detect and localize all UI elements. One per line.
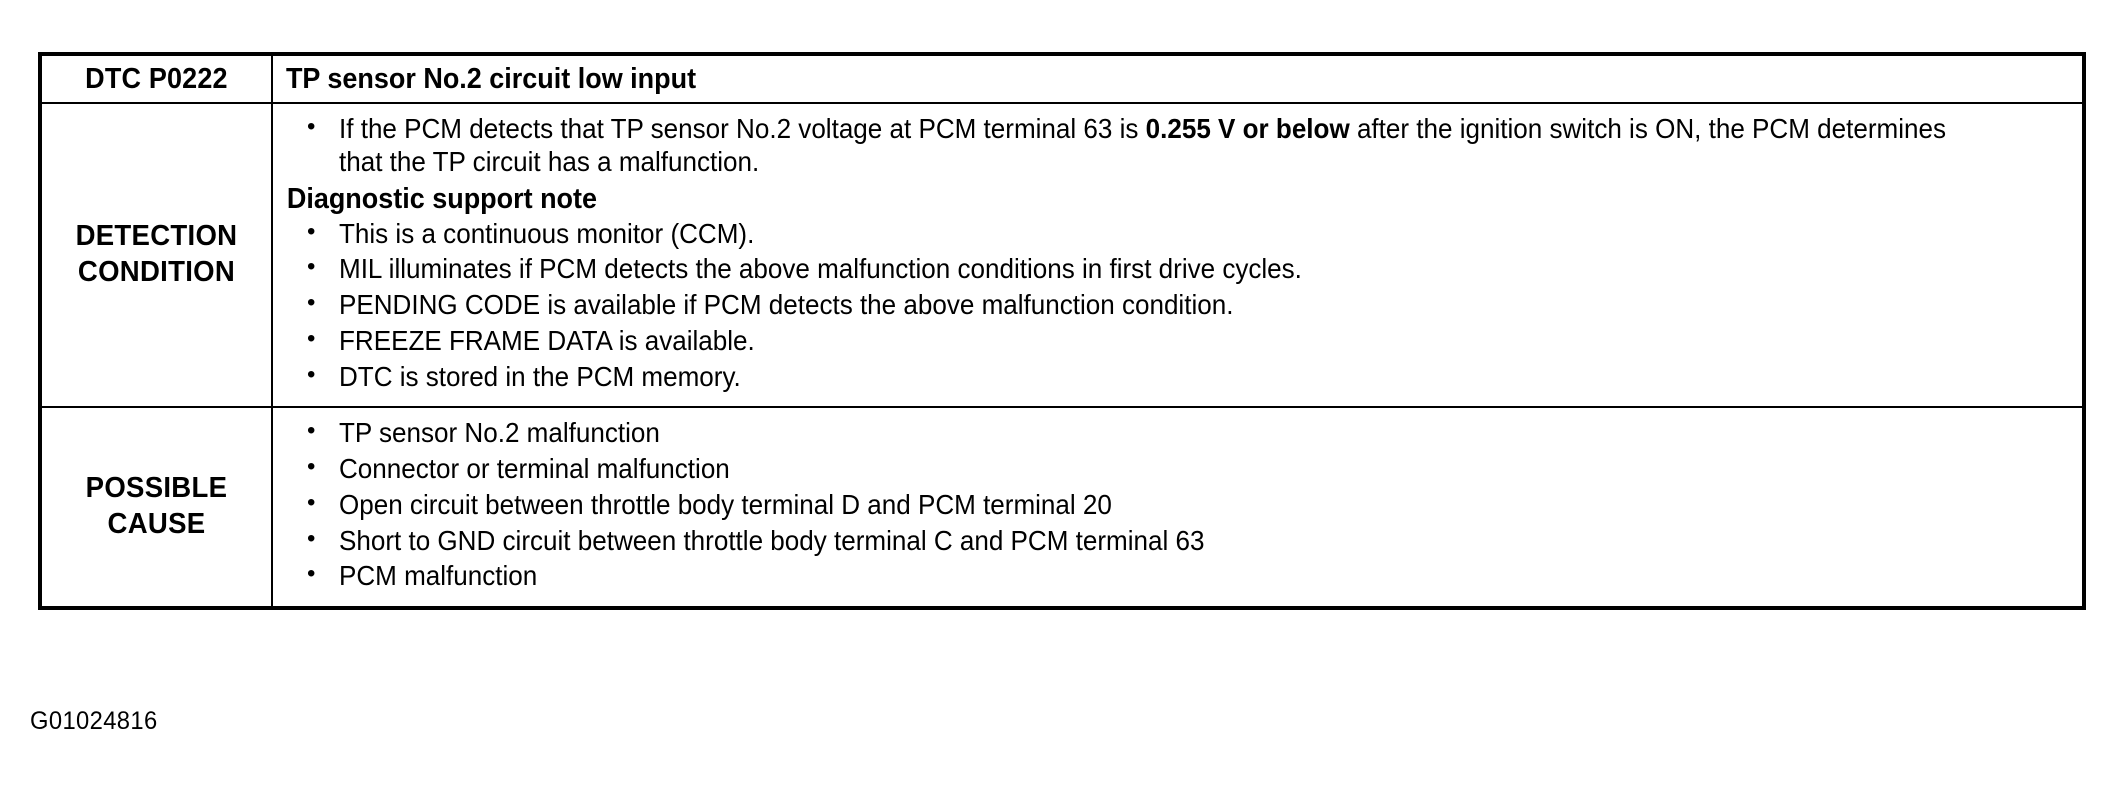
dtc-diagnostic-table: DTC P0222 TP sensor No.2 circuit low inp… (38, 52, 2086, 610)
detection-condition-content: If the PCM detects that TP sensor No.2 v… (271, 101, 2085, 409)
possible-cause-item-2: Open circuit between throttle body termi… (339, 488, 1112, 520)
list-item: Open circuit between throttle body termi… (285, 488, 2070, 522)
support-note-item-2: PENDING CODE is available if PCM detects… (339, 289, 1234, 320)
possible-cause-item-4: PCM malfunction (339, 560, 538, 592)
possible-cause-content: TP sensor No.2 malfunction Connector or … (271, 406, 2085, 609)
list-item: PCM malfunction (285, 559, 2070, 593)
possible-cause-item-1: Connector or terminal malfunction (339, 453, 730, 484)
detection-condition-label-line1: DETECTION (75, 220, 238, 253)
list-item: MIL illuminates if PCM detects the above… (285, 252, 2070, 286)
possible-cause-item-0: TP sensor No.2 malfunction (339, 417, 660, 449)
detection-lead-bullet-part2: after the ignition switch is ON, the PCM… (339, 113, 1946, 177)
possible-cause-list: TP sensor No.2 malfunction Connector or … (285, 416, 2070, 593)
detection-lead-bullet-text: If the PCM detects that TP sensor No.2 v… (339, 113, 1949, 179)
support-note-item-3: FREEZE FRAME DATA is available. (339, 324, 755, 356)
list-item: PENDING CODE is available if PCM detects… (285, 288, 2070, 322)
support-note-item-1: MIL illuminates if PCM detects the above… (339, 253, 1302, 285)
table-row-header: DTC P0222 TP sensor No.2 circuit low inp… (40, 53, 2084, 104)
list-item: FREEZE FRAME DATA is available. (285, 324, 2070, 358)
possible-cause-label-line1: POSSIBLE (85, 472, 228, 505)
support-note-item-4: DTC is stored in the PCM memory. (339, 360, 741, 392)
possible-cause-label: POSSIBLE CAUSE (44, 406, 268, 609)
dtc-code-cell: DTC P0222 (47, 53, 265, 104)
list-item: DTC is stored in the PCM memory. (285, 360, 2070, 394)
list-item: Connector or terminal malfunction (285, 452, 2070, 486)
diagnostic-support-note-list: This is a continuous monitor (CCM). MIL … (285, 217, 2070, 394)
list-item: This is a continuous monitor (CCM). (285, 217, 2070, 251)
list-item: TP sensor No.2 malfunction (285, 416, 2070, 450)
dtc-title-cell: TP sensor No.2 circuit low input (271, 53, 1959, 104)
list-item: Short to GND circuit between throttle bo… (285, 524, 2070, 558)
possible-cause-item-3: Short to GND circuit between throttle bo… (339, 524, 1205, 556)
detection-lead-bullet-part1: If the PCM detects that TP sensor No.2 v… (339, 113, 1146, 144)
diagnostic-support-note-heading: Diagnostic support note (286, 182, 598, 215)
table-row-detection-condition: DETECTION CONDITION If the PCM detects t… (40, 101, 2085, 409)
support-note-item-0: This is a continuous monitor (CCM). (339, 217, 755, 249)
detection-lead-bullet-bold: 0.255 V or below (1145, 113, 1350, 144)
possible-cause-label-line2: CAUSE (107, 508, 206, 541)
figure-id-caption: G01024816 (30, 707, 158, 735)
detection-condition-label-line2: CONDITION (77, 256, 236, 289)
list-item: If the PCM detects that TP sensor No.2 v… (285, 112, 2070, 179)
table-row-possible-cause: POSSIBLE CAUSE TP sensor No.2 malfunctio… (40, 406, 2085, 609)
detection-lead-bullet-list: If the PCM detects that TP sensor No.2 v… (285, 112, 2070, 179)
detection-condition-label: DETECTION CONDITION (44, 101, 268, 409)
